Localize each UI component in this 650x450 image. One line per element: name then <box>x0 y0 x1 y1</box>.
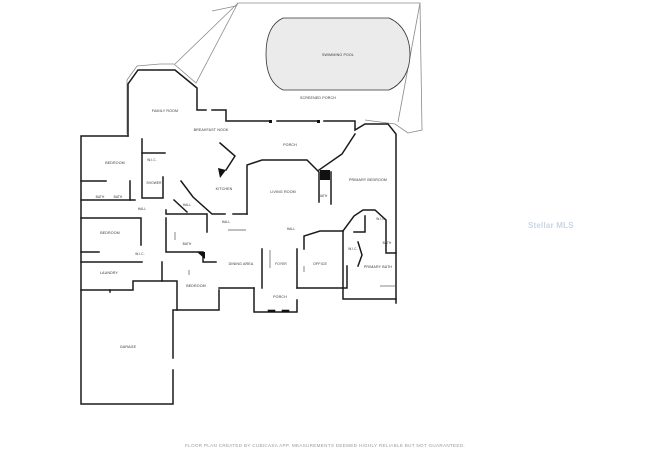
bath-label: BATH <box>96 195 105 199</box>
bedroom-label: BEDROOM <box>105 161 125 165</box>
porch-front-label: PORCH <box>273 295 287 299</box>
bath-label: BATH <box>183 242 192 246</box>
foyer-label: FOYER <box>275 262 287 266</box>
garage-label: GARAGE <box>120 345 137 349</box>
house-walls <box>80 69 397 405</box>
bedroom-label: BEDROOM <box>186 284 206 288</box>
bedroom-label: BEDROOM <box>100 231 120 235</box>
screened-porch-label: SCREENED PORCH <box>300 96 336 100</box>
wic-label: W.I.C. <box>348 247 358 251</box>
office-label: OFFICE <box>313 262 328 266</box>
bath-label: BATH <box>383 241 392 245</box>
primary-bath-label: PRIMARY BATH <box>364 265 393 269</box>
bath-label: BATH <box>319 194 328 198</box>
hall-label: HALL <box>222 220 231 224</box>
hall-label: HALL <box>138 207 147 211</box>
wic-label: W.I.C. <box>376 217 386 221</box>
stellar-mls-watermark: Stellar MLS <box>528 221 574 230</box>
wic-label: W.I.C. <box>135 252 145 256</box>
dining-area-label: DINING AREA <box>229 262 254 266</box>
wall-accents <box>174 120 395 313</box>
porch-rear-label: PORCH <box>283 143 297 147</box>
hall-label: HALL <box>183 203 192 207</box>
kitchen-label: KITCHEN <box>216 187 233 191</box>
footer-disclaimer: FLOOR PLAN CREATED BY CUBICASA APP. MEAS… <box>185 443 465 448</box>
living-room-label: LIVING ROOM <box>270 190 296 194</box>
swimming-pool-shape <box>265 17 411 91</box>
room-labels: SWIMMING POOL SCREENED PORCH FAMILY ROOM… <box>96 53 393 349</box>
hall-label: HALL <box>287 227 296 231</box>
primary-bedroom-label: PRIMARY BEDROOM <box>349 178 387 182</box>
bath-label: BATH <box>114 195 123 199</box>
family-room-label: FAMILY ROOM <box>152 109 178 113</box>
wic-label: W.I.C. <box>147 158 157 162</box>
breakfast-nook-label: BREAKFAST NOOK <box>194 128 229 132</box>
shower-label: SHOWER <box>146 181 162 185</box>
laundry-label: LAUNDRY <box>100 271 119 275</box>
swimming-pool-label: SWIMMING POOL <box>322 53 354 57</box>
